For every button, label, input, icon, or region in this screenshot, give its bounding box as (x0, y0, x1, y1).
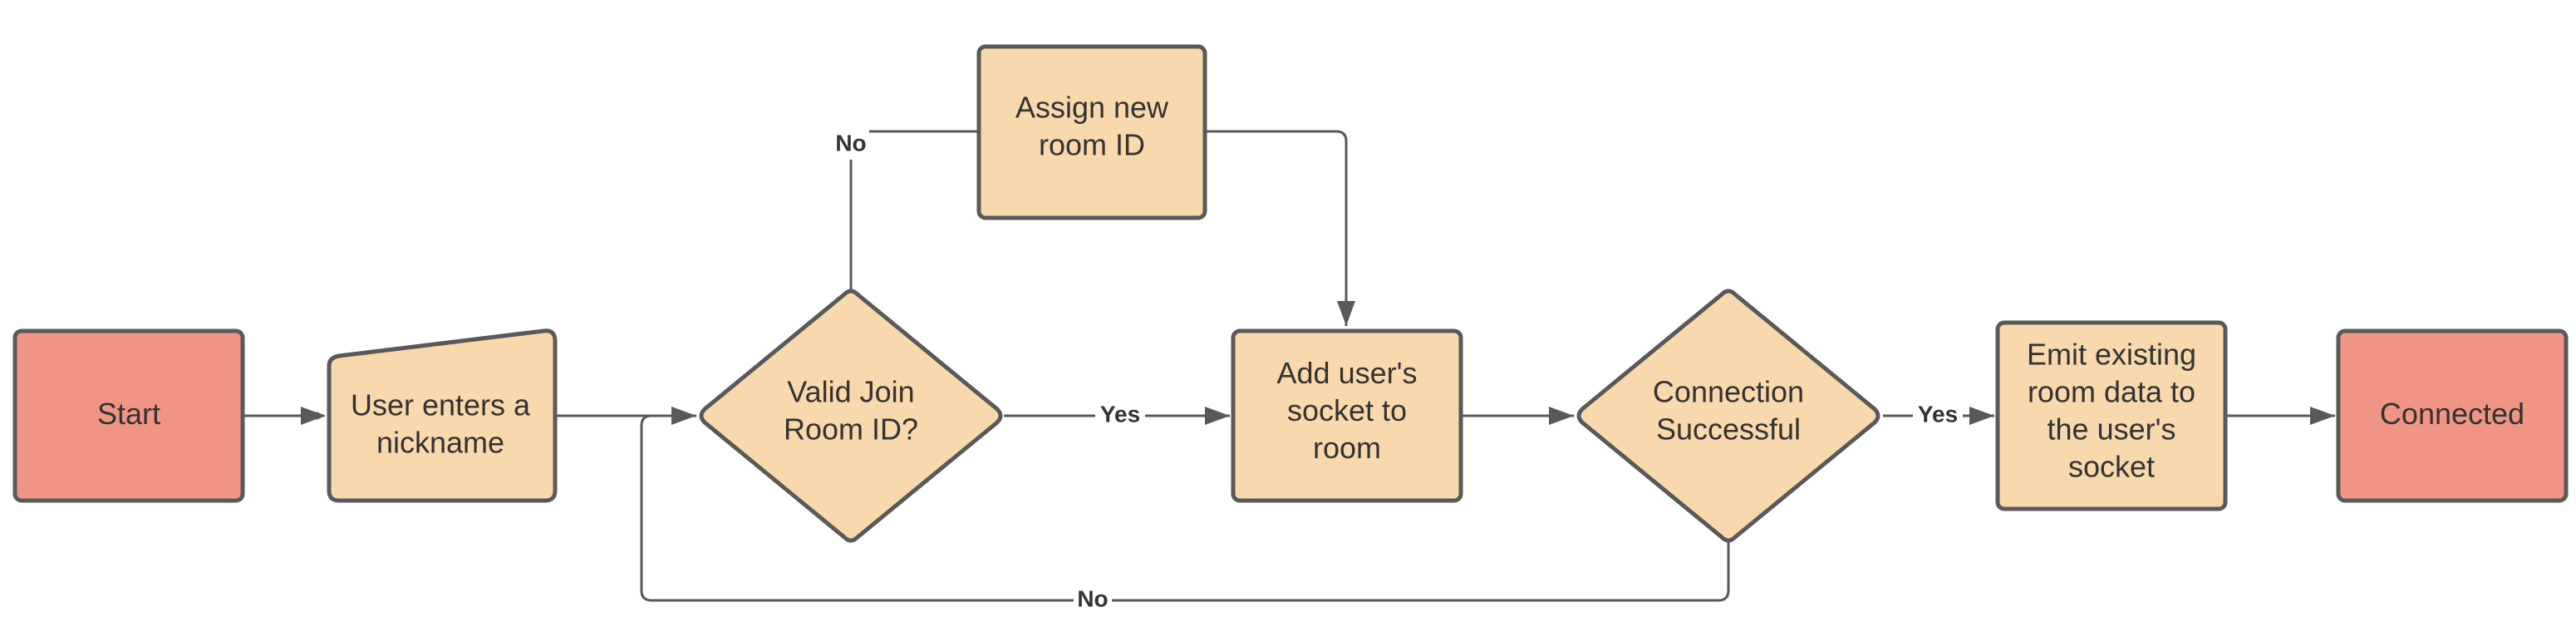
node-label-line: User enters a (351, 387, 531, 422)
node-label-line: Successful (1656, 412, 1801, 446)
node-label-line: Assign new (1015, 90, 1169, 124)
arrowhead (1337, 301, 1355, 326)
node-connected-label: Connected (2380, 397, 2524, 431)
edge-label-connection-yes: Yes (1918, 401, 1958, 427)
node-label-line: room data to (2028, 374, 2195, 408)
edge-assign-to-add (1205, 130, 1348, 326)
node-label-line: Start (97, 397, 160, 431)
node-label-line: Room ID? (784, 412, 918, 446)
node-label-line: the user's (2048, 412, 2176, 446)
node-label-line: socket to (1287, 393, 1407, 427)
edge-label-valid-yes: Yes (1100, 401, 1140, 427)
node-label-line: socket (2068, 449, 2155, 483)
edge-valid-to-assign (849, 130, 979, 289)
arrowhead (671, 407, 696, 425)
edge-label-connection-no: No (1077, 585, 1108, 611)
arrowhead (1969, 407, 1994, 425)
arrowhead (2310, 407, 2335, 425)
node-label-line: room (1313, 431, 1381, 465)
node-label-line: Add user's (1277, 356, 1418, 390)
node-label-line: Valid Join (787, 374, 914, 408)
node-start-label: Start (97, 397, 160, 431)
node-start[interactable]: Start (12, 328, 245, 503)
arrowhead (1549, 407, 1574, 425)
node-label-line: nickname (376, 425, 504, 459)
node-connected[interactable]: Connected (2336, 328, 2569, 503)
node-label-line: Connection (1653, 374, 1804, 408)
arrowhead (301, 407, 326, 425)
edge-labels: No Yes Yes No (833, 130, 1963, 615)
edge-connection-back-to-valid (640, 414, 1730, 602)
edge-label-valid-no: No (835, 130, 866, 155)
node-label-line: room ID (1039, 127, 1145, 161)
node-label-line: Emit existing (2027, 337, 2196, 371)
arrowhead (1205, 407, 1230, 425)
node-label-line: Connected (2380, 397, 2524, 431)
